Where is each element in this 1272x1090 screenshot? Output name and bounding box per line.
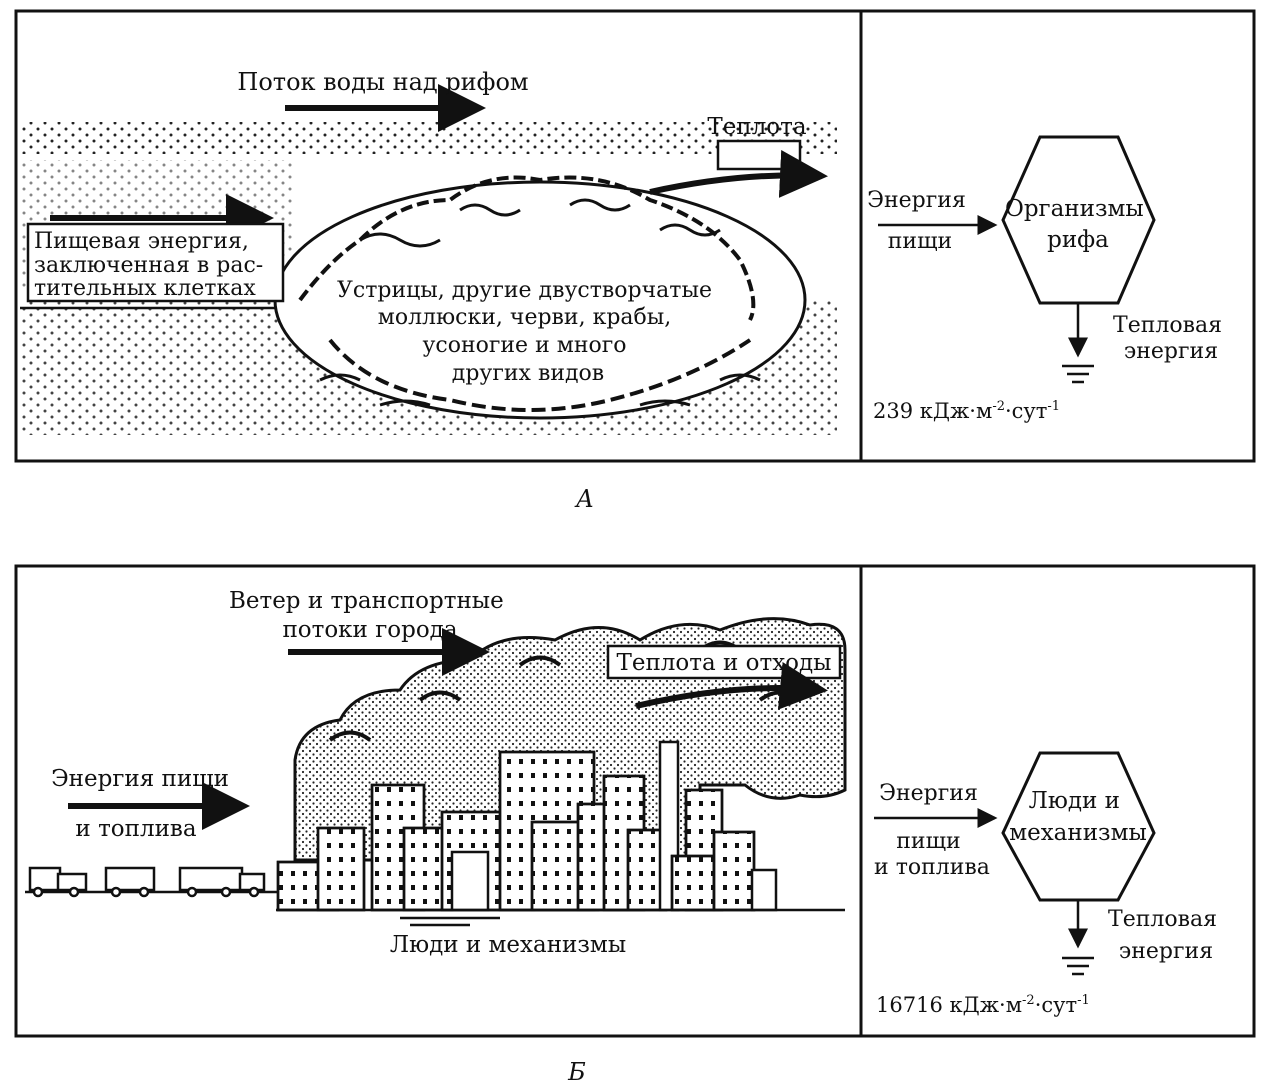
- panel-a: Поток воды над рифом Теплота Пищевая эне…: [14, 9, 1256, 513]
- road-vehicles: [25, 866, 278, 898]
- panel-a-caption: А: [574, 485, 594, 513]
- city-label: Люди и механизмы: [390, 932, 626, 958]
- reef-species-label: Устрицы, другие двустворчатые моллюски, …: [337, 278, 719, 386]
- panel-b-frame: [14, 564, 1256, 1038]
- city-buildings: [276, 740, 845, 927]
- water-surface-stipple: [22, 122, 837, 154]
- ground-symbol-icon: [1062, 956, 1094, 976]
- panel-a-frame: [14, 9, 1256, 463]
- food-energy-label: Пищевая энергия, заключенная в рас- тите…: [34, 229, 270, 301]
- food-fuel-label-line2: и топлива: [75, 816, 196, 842]
- panel-b-caption: Б: [567, 1058, 586, 1086]
- ground-symbol-icon: [1062, 364, 1094, 384]
- people-machines-hexagon: [1001, 751, 1156, 902]
- water-flow-label: Поток воды над рифом: [237, 68, 528, 96]
- reef-illustration: [273, 175, 807, 420]
- heat-waste-label: Теплота и отходы: [617, 650, 832, 676]
- panel-b: Ветер и транспортные потоки города Тепло…: [14, 564, 1256, 1086]
- wind-label: Ветер и транспортные потоки города: [229, 588, 511, 643]
- food-energy-box: [26, 222, 285, 303]
- energy-model-a: Энергия пищи Организмы рифа Тепловая эне…: [867, 135, 1229, 423]
- food-fuel-label-line1: Энергия пищи: [51, 766, 229, 792]
- output-label: Тепловая энергия: [1108, 907, 1224, 964]
- heat-waste-arrow: [635, 662, 828, 710]
- organisms-label: Организмы рифа: [1005, 196, 1151, 253]
- people-machines-label: Люди и механизмы: [1009, 788, 1147, 846]
- heat-arrow: [649, 149, 828, 198]
- input-label: Энергия пищи: [867, 188, 973, 254]
- energy-rate-label: 16716 кДж·м-2·сут-1: [876, 993, 1090, 1017]
- energy-model-b: Энергия пищи и топлива Люди и механизмы …: [874, 751, 1224, 1017]
- heat-box: [716, 139, 802, 171]
- input-label: Энергия пищи и топлива: [874, 781, 990, 880]
- output-label: Тепловая энергия: [1113, 313, 1229, 364]
- heat-label: Теплота: [707, 114, 806, 140]
- organisms-hexagon: [1001, 135, 1156, 305]
- energy-rate-label: 239 кДж·м-2·сут-1: [873, 399, 1060, 423]
